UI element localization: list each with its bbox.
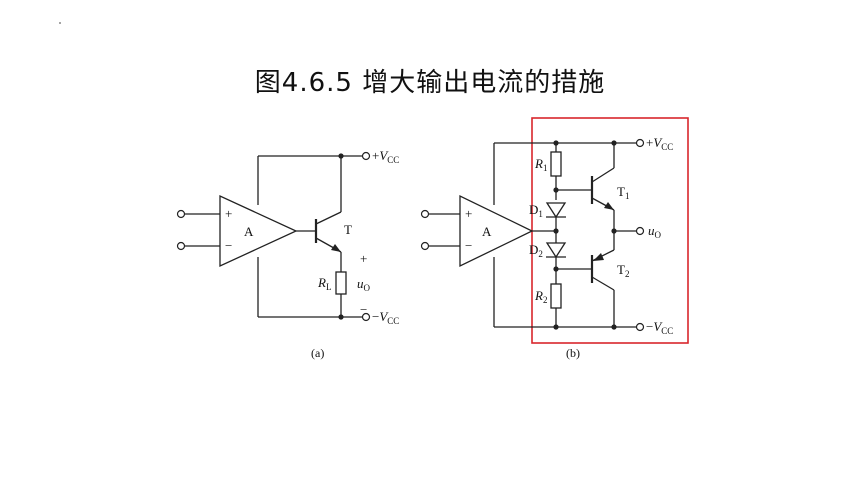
circuit-b: A + − +VCC −VCC R1 R2 — [420, 117, 689, 360]
transistor-label-a: T — [344, 222, 352, 237]
diode-d1 — [545, 202, 567, 219]
resistor-r1 — [550, 151, 562, 177]
op-amp-b — [459, 194, 534, 268]
op-amp-minus-b: − — [465, 238, 472, 253]
vcc-positive-label-b: +VCC — [646, 135, 673, 152]
transistor-label-t1: T1 — [617, 184, 629, 201]
output-minus-a: − — [360, 302, 367, 317]
diode-label-d2: D2 — [529, 242, 543, 259]
resistor-label-rl: RL — [317, 275, 331, 292]
op-amp-plus-b: + — [465, 206, 472, 221]
output-label-b: uO — [648, 223, 662, 240]
output-plus-a: + — [360, 251, 367, 266]
resistor-rl — [335, 271, 347, 295]
diode-label-d1: D1 — [529, 202, 543, 219]
input-terminal-minus — [176, 241, 186, 251]
op-amp-a — [219, 194, 298, 268]
diode-d2 — [545, 242, 567, 259]
input-terminal-plus — [176, 209, 186, 219]
vcc-positive-label-a: +VCC — [372, 148, 399, 165]
op-amp-plus-a: + — [225, 206, 232, 221]
input-terminal-plus-b — [420, 209, 430, 219]
circuit-a: A + − T +VCC RL + uO − −VCC (a) — [176, 148, 399, 360]
op-amp-label-b: A — [482, 224, 492, 239]
corner-mark — [59, 22, 61, 24]
transistor-label-t2: T2 — [617, 262, 629, 279]
vcc-negative-label-b: −VCC — [646, 319, 673, 336]
output-label-a: uO — [357, 276, 371, 293]
caption-a: (a) — [311, 346, 324, 360]
slide-title: 图4.6.5 增大输出电流的措施 — [254, 68, 606, 98]
resistor-label-r2: R2 — [534, 288, 547, 305]
vcc-negative-label-a: −VCC — [372, 309, 399, 326]
resistor-r2 — [550, 283, 562, 309]
resistor-label-r1: R1 — [534, 156, 547, 173]
op-amp-label-a: A — [244, 224, 254, 239]
caption-b: (b) — [566, 346, 580, 360]
input-terminal-minus-b — [420, 241, 430, 251]
op-amp-minus-a: − — [225, 238, 232, 253]
